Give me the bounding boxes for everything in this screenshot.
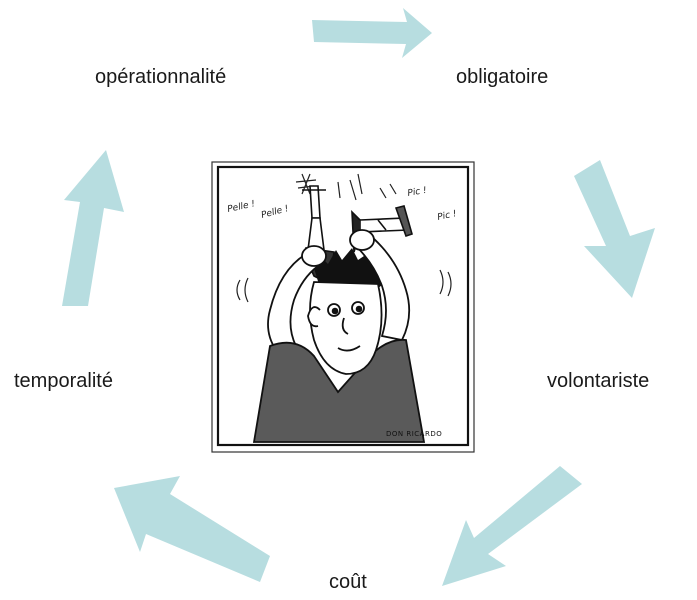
artist-signature: DON RICARDO (386, 430, 442, 438)
arrow-left (62, 150, 124, 306)
label-temporalite: temporalité (14, 370, 113, 392)
label-obligatoire: obligatoire (456, 66, 549, 88)
head-drawing (307, 281, 383, 375)
label-volontariste: volontariste (547, 370, 650, 392)
onomatopoeia-pic-2: Pic ! (437, 209, 458, 223)
arrow-bottom-left (114, 476, 270, 582)
onomatopoeia-pic-1: Pic ! (407, 186, 428, 199)
arrow-bottom-right (442, 466, 582, 586)
arrow-top (312, 8, 432, 58)
cartoon-illustration: Pelle ! Pelle ! Pic ! Pic ! (211, 161, 475, 453)
arms-drawing (267, 229, 411, 352)
label-cout: coût (329, 571, 367, 593)
arrow-right (574, 160, 655, 298)
label-operationnalite: opérationnalité (95, 66, 227, 88)
